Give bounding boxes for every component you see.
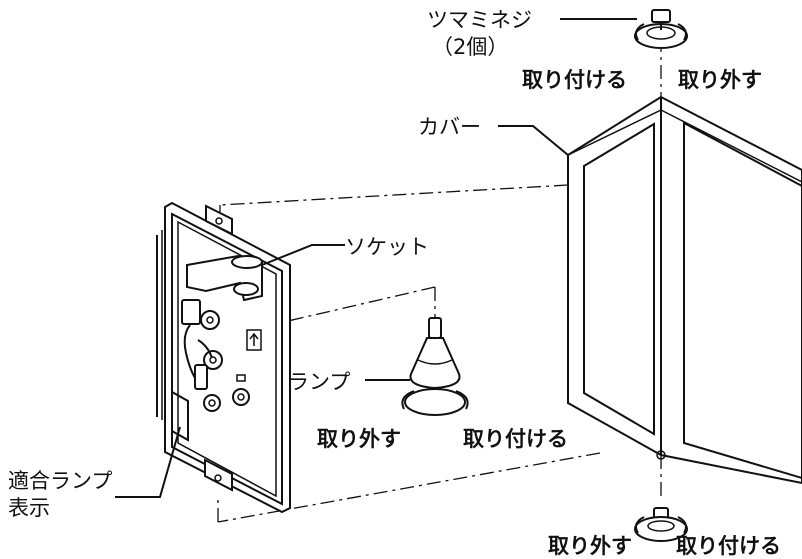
label-cover: カバー bbox=[418, 115, 481, 139]
label-lamp-attach: 取り付ける bbox=[463, 427, 568, 451]
base-plate bbox=[156, 201, 291, 514]
label-socket: ソケット bbox=[345, 235, 429, 259]
label-bottom-attach: 取り付ける bbox=[676, 534, 781, 558]
label-top-attach: 取り付ける bbox=[522, 68, 627, 92]
label-top-remove: 取り外す bbox=[678, 68, 762, 92]
label-knob-screw: ツマミネジ bbox=[427, 8, 532, 32]
label-knob-count: （2個） bbox=[432, 35, 508, 59]
leader-lines bbox=[115, 18, 637, 498]
label-bottom-remove: 取り外す bbox=[548, 534, 632, 558]
top-knob-screw bbox=[634, 9, 688, 49]
label-lamp-remove: 取り外す bbox=[317, 427, 401, 451]
text-labels: ツマミネジ （2個） 取り付ける 取り外す カバー ソケット ランプ 取り外す … bbox=[8, 8, 781, 558]
bottom-knob-screw bbox=[634, 507, 688, 542]
label-lamp: ランプ bbox=[288, 370, 350, 394]
cover-illustration bbox=[567, 95, 802, 485]
lamp-illustration bbox=[401, 317, 469, 416]
label-compatible-lamp: 適合ランプ bbox=[8, 469, 112, 493]
label-compatible-lamp-display: 表示 bbox=[8, 496, 50, 520]
